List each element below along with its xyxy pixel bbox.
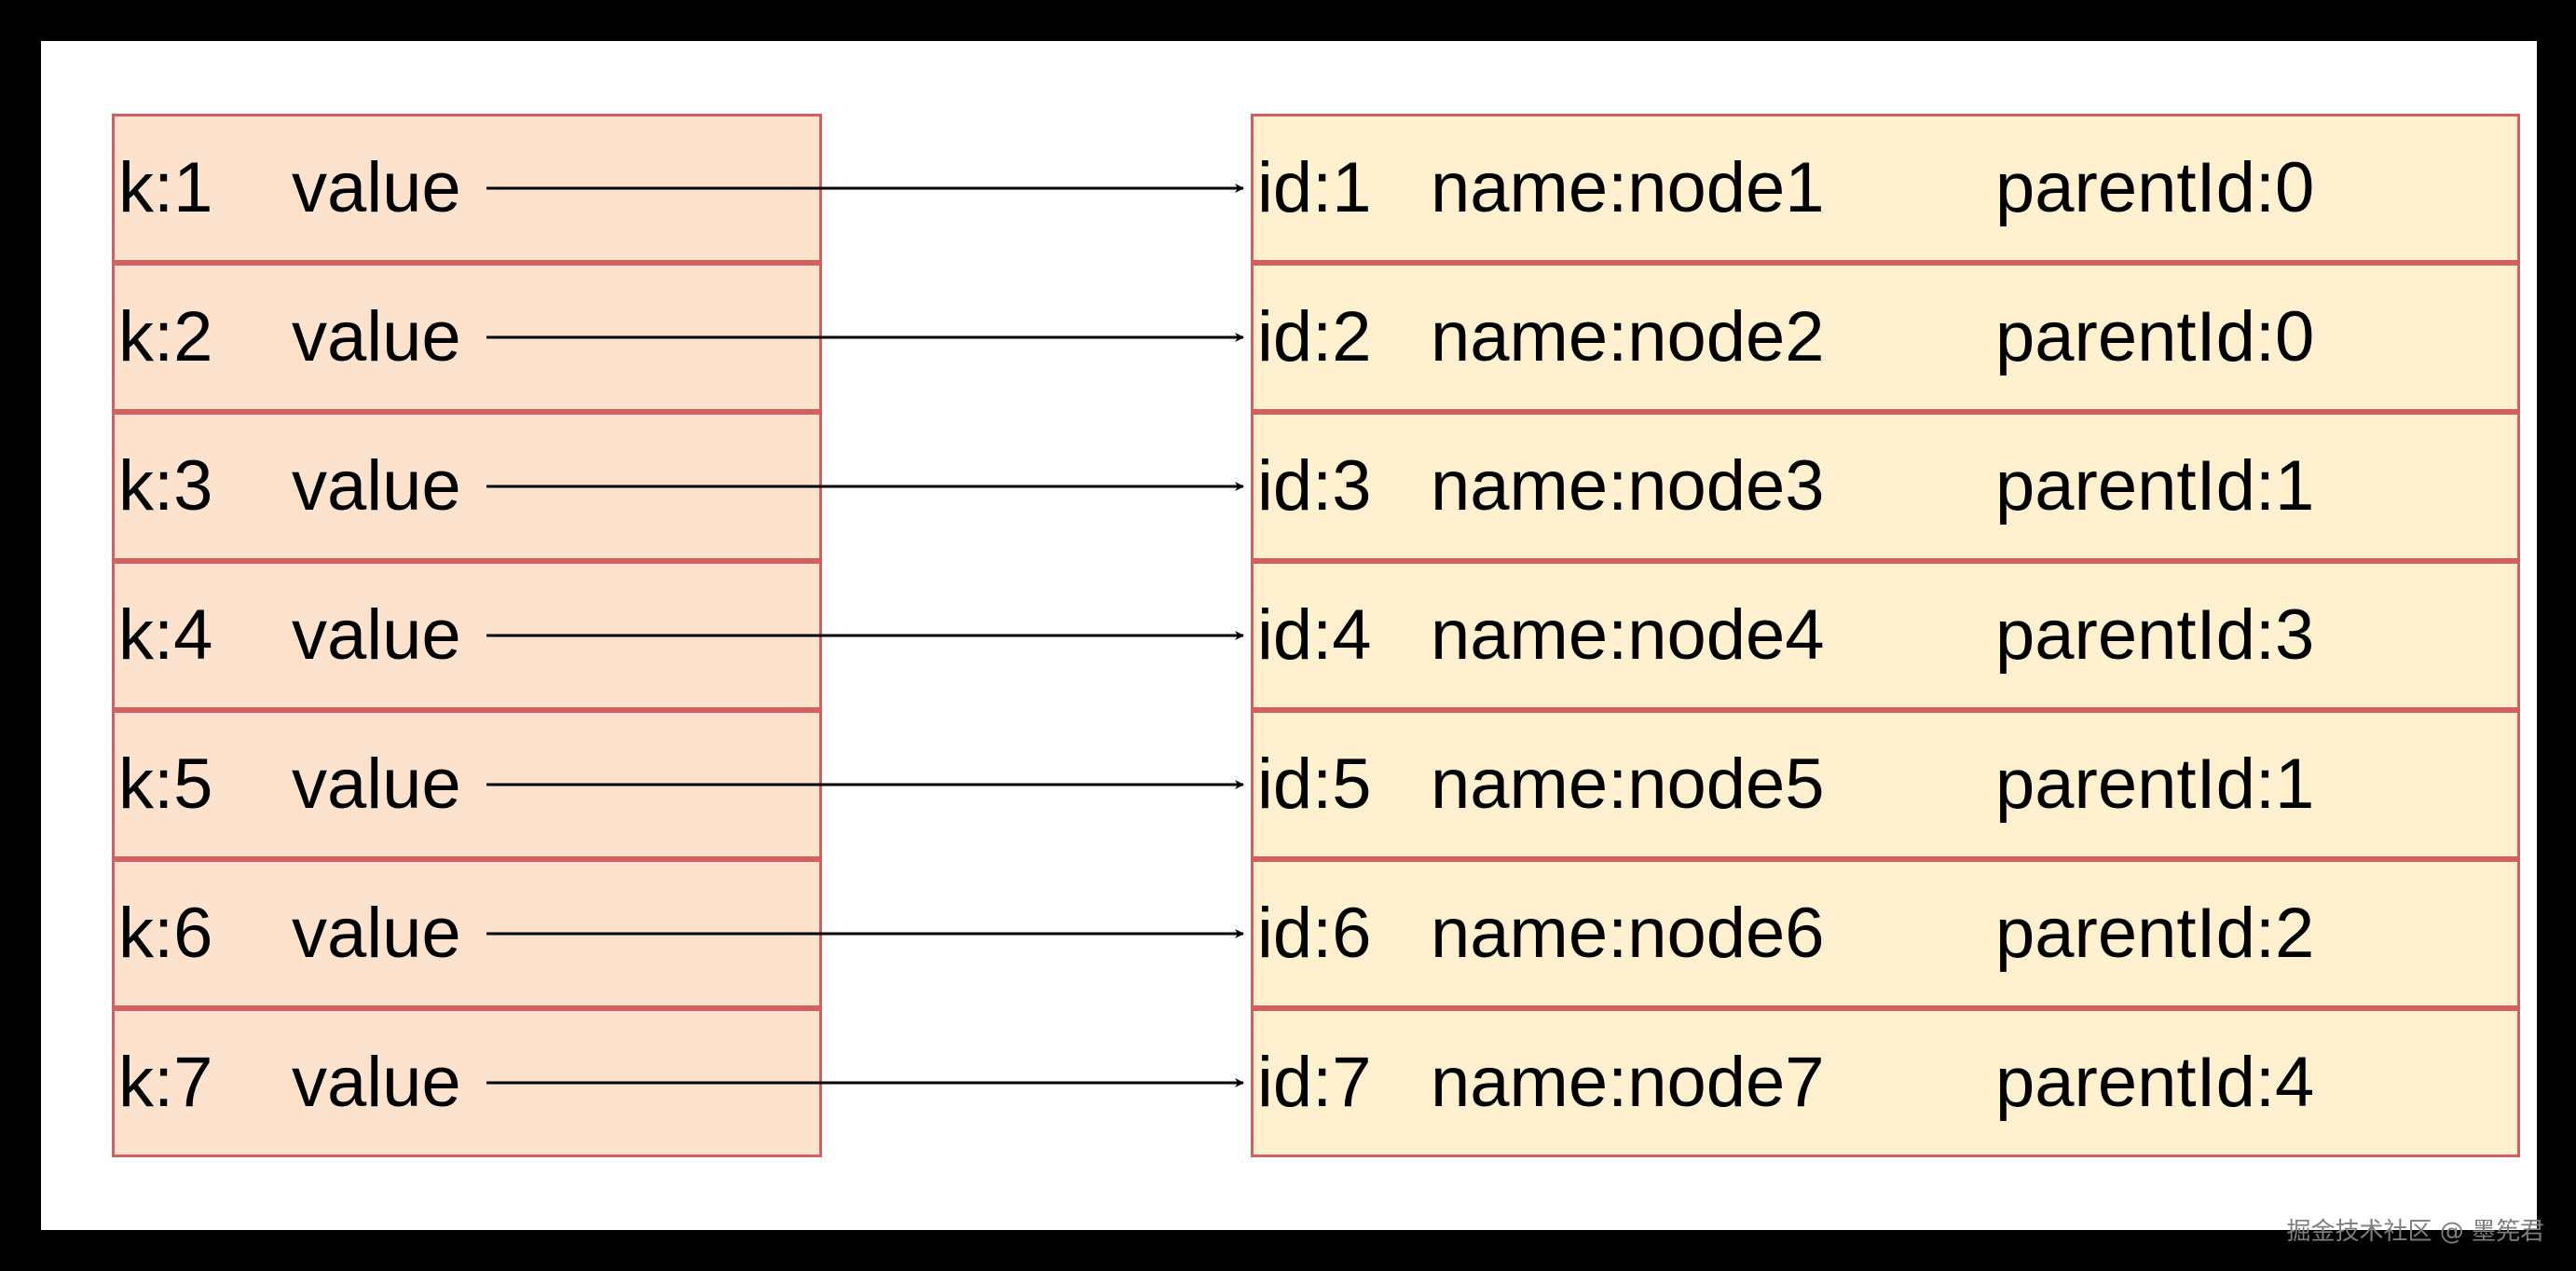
map-value: value (292, 894, 461, 973)
node-parent-id: parentId:2 (1995, 894, 2315, 973)
node-row: id:5 name:node5 parentId:1 (1251, 710, 2520, 859)
map-value: value (292, 745, 461, 824)
node-table: id:1 name:node1 parentId:0 id:2 name:nod… (1251, 114, 2520, 1159)
map-value: value (292, 1043, 461, 1122)
node-parent-id: parentId:0 (1995, 297, 2315, 376)
map-value: value (292, 446, 461, 526)
map-key: k:1 (118, 148, 213, 227)
node-parent-id: parentId:4 (1995, 1043, 2315, 1122)
map-key: k:2 (118, 297, 213, 376)
node-row: id:7 name:node7 parentId:4 (1251, 1008, 2520, 1157)
node-row: id:4 name:node4 parentId:3 (1251, 561, 2520, 710)
node-name: name:node1 (1431, 148, 1825, 227)
node-name: name:node6 (1431, 894, 1825, 973)
node-name: name:node4 (1431, 595, 1825, 675)
node-row: id:3 name:node3 parentId:1 (1251, 412, 2520, 561)
node-id: id:6 (1257, 894, 1372, 973)
node-row: id:2 name:node2 parentId:0 (1251, 263, 2520, 412)
node-name: name:node5 (1431, 745, 1825, 824)
map-key: k:3 (118, 446, 213, 526)
map-value: value (292, 297, 461, 376)
node-name: name:node7 (1431, 1043, 1825, 1122)
node-id: id:1 (1257, 148, 1372, 227)
arrows-layer (486, 184, 1244, 1087)
map-value: value (292, 595, 461, 675)
map-key: k:5 (118, 745, 213, 824)
map-value: value (292, 148, 461, 227)
node-name: name:node3 (1431, 446, 1825, 526)
map-key: k:6 (118, 894, 213, 973)
map-key: k:4 (118, 595, 213, 675)
node-parent-id: parentId:0 (1995, 148, 2315, 227)
diagram-canvas: k:1 value k:2 value k:3 value k:4 value … (41, 41, 2537, 1230)
node-row: id:1 name:node1 parentId:0 (1251, 114, 2520, 263)
node-name: name:node2 (1431, 297, 1825, 376)
node-row: id:6 name:node6 parentId:2 (1251, 859, 2520, 1008)
node-id: id:2 (1257, 297, 1372, 376)
node-parent-id: parentId:3 (1995, 595, 2315, 675)
map-key: k:7 (118, 1043, 213, 1122)
node-id: id:4 (1257, 595, 1372, 675)
node-parent-id: parentId:1 (1995, 745, 2315, 824)
node-parent-id: parentId:1 (1995, 446, 2315, 526)
node-id: id:7 (1257, 1043, 1372, 1122)
node-id: id:3 (1257, 446, 1372, 526)
watermark-text: 掘金技术社区 @ 墨筅君 (2286, 1218, 2544, 1246)
node-id: id:5 (1257, 745, 1372, 824)
